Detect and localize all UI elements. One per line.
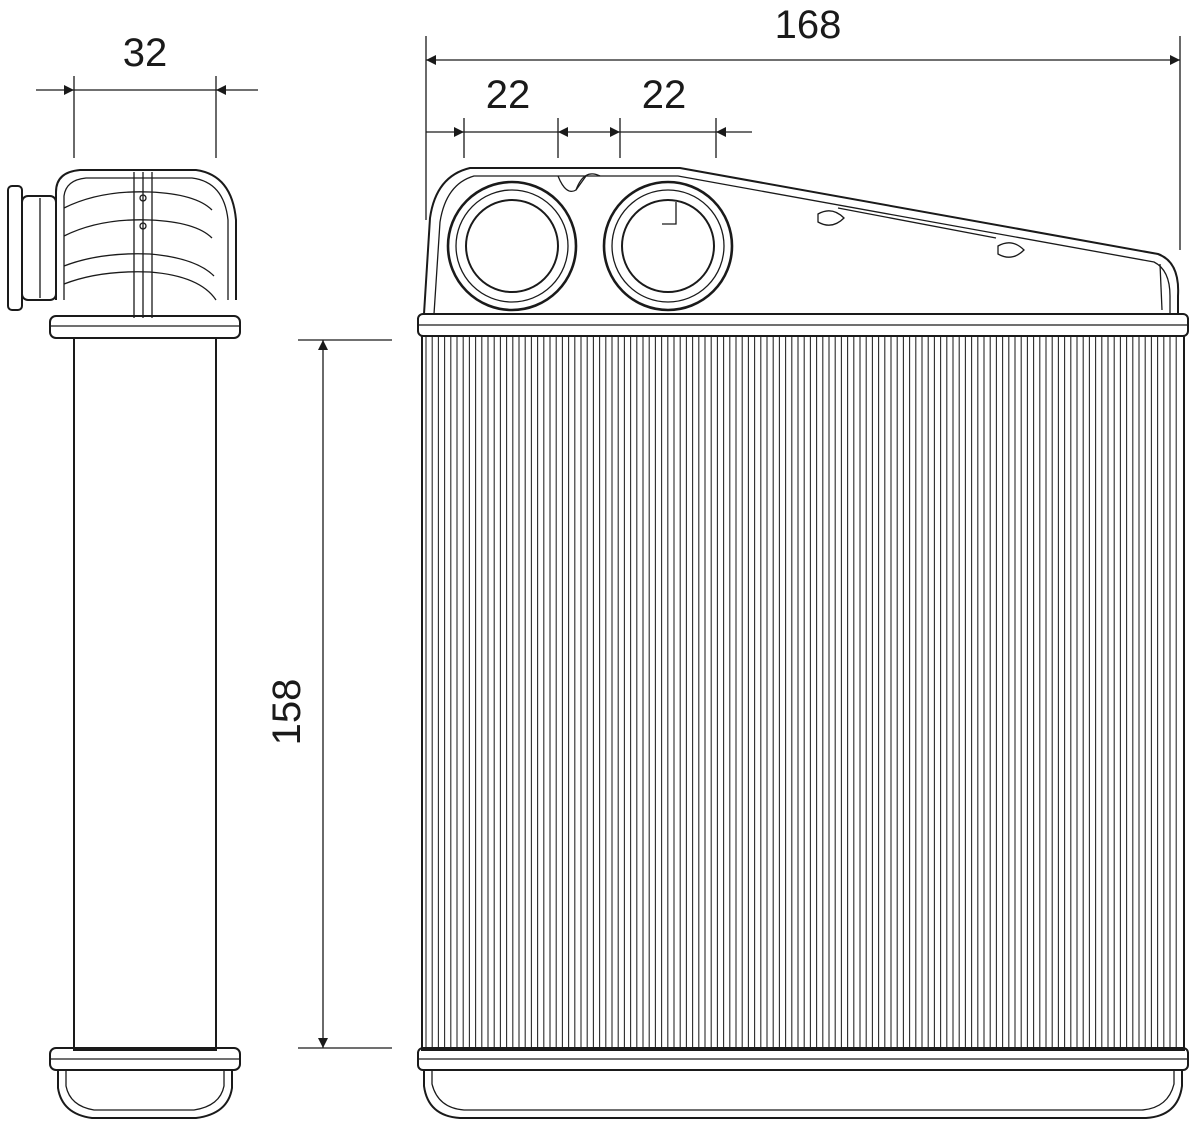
front-view (417, 167, 1189, 1119)
front-core-frame (421, 335, 1185, 1051)
side-view (7, 169, 241, 1119)
side-pipe-stub (7, 185, 57, 311)
front-bottom-tank (417, 1047, 1189, 1119)
dimension-pipe-spacing: 22 22 (426, 73, 752, 158)
front-top-header (417, 313, 1189, 337)
side-tank (55, 169, 237, 318)
side-bottom-tank (49, 1047, 241, 1119)
dimension-pipe-spacing-left-label: 22 (486, 73, 531, 117)
dimension-side-width-label: 32 (123, 31, 168, 75)
dimension-overall-width: 168 (425, 3, 1181, 250)
dimension-overall-width-label: 168 (775, 3, 842, 47)
outlet-pipe (602, 180, 734, 312)
dimension-pipe-spacing-right-label: 22 (642, 73, 687, 117)
inlet-pipe (446, 180, 578, 312)
side-core-body (73, 337, 217, 1051)
dimension-side-width: 32 (36, 31, 258, 158)
dimension-core-height: 158 (265, 339, 392, 1049)
dimension-core-height-label: 158 (265, 679, 309, 746)
front-tank (423, 167, 1180, 315)
side-top-collar (49, 315, 241, 339)
core-fins (425, 337, 1177, 1049)
